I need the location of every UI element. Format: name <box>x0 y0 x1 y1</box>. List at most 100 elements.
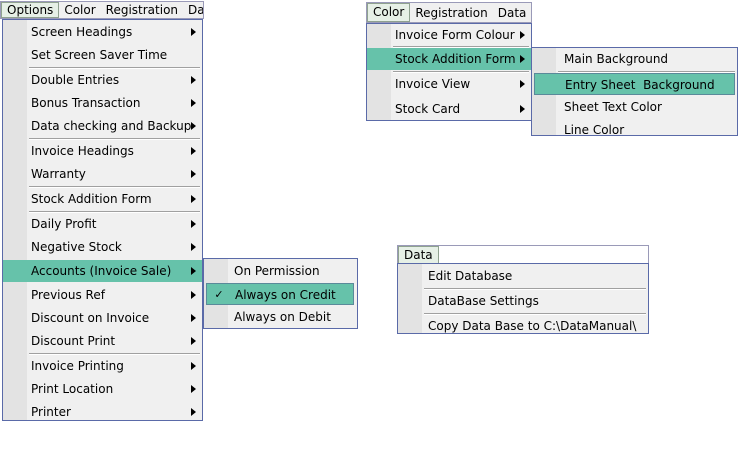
menu-item-label: Previous Ref <box>31 288 105 302</box>
submenu-item-entry-sheet-background[interactable]: Entry Sheet Background <box>534 73 735 95</box>
menu-color-label: Color <box>373 5 405 19</box>
submenu-arrow-icon <box>520 80 525 88</box>
menu-item-stock-card[interactable]: Stock Card <box>367 98 531 120</box>
menu-color[interactable]: Color <box>59 2 100 18</box>
menu-separator <box>29 211 200 213</box>
menu-item-previous-ref[interactable]: Previous Ref <box>3 284 202 306</box>
menu-item-label: Stock Addition Form <box>31 192 152 206</box>
submenu-item-always-on-credit[interactable]: ✓Always on Credit <box>206 283 354 305</box>
menu-item-label: Invoice View <box>395 77 471 91</box>
menu-separator <box>29 186 200 188</box>
menu-separator <box>424 288 646 290</box>
menu-separator <box>424 313 646 315</box>
menu-item-label: Discount Print <box>31 334 116 348</box>
menu-item-edit-database[interactable]: Edit Database <box>398 265 648 287</box>
menu-data[interactable]: Data <box>398 246 439 263</box>
menu-item-label: Always on Debit <box>234 310 331 324</box>
menu-separator <box>29 67 200 69</box>
menu-item-label: Negative Stock <box>31 240 122 254</box>
menu-item-bonus-transaction[interactable]: Bonus Transaction <box>3 92 202 114</box>
submenu-item-line-color[interactable]: Line Color <box>532 119 737 136</box>
menu-item-discount-on-invoice[interactable]: Discount on Invoice <box>3 307 202 329</box>
menu-item-label: Entry Sheet Background <box>565 78 715 92</box>
menu-separator <box>393 71 529 73</box>
menu-item-label: Always on Credit <box>235 288 336 302</box>
menu-item-daily-profit[interactable]: Daily Profit <box>3 213 202 235</box>
menu-item-label: Line Color <box>564 123 625 136</box>
menu-item-label: Stock Card <box>395 102 461 116</box>
submenu-arrow-icon <box>191 147 196 155</box>
submenu-arrow-icon <box>520 105 525 113</box>
menu-item-label: Accounts (Invoice Sale) <box>31 264 172 278</box>
menu-item-set-screen-saver-time[interactable]: Set Screen Saver Time <box>3 44 202 66</box>
menu-item-label: Invoice Form Colour <box>395 28 515 42</box>
menu-item-print-location[interactable]: Print Location <box>3 378 202 400</box>
menu-item-label: Double Entries <box>31 73 120 87</box>
menu-item-invoice-view[interactable]: Invoice View <box>367 73 531 95</box>
menu-item-label: On Permission <box>234 264 320 278</box>
menu-registration[interactable]: Registration <box>101 2 183 18</box>
menu-gutter <box>398 264 422 333</box>
menu-item-label: DataBase Settings <box>428 294 539 308</box>
menu-options[interactable]: Options <box>1 2 60 18</box>
menu-item-stock-addition-form[interactable]: Stock Addition Form <box>3 188 202 210</box>
menu-item-invoice-headings[interactable]: Invoice Headings <box>3 140 202 162</box>
menu-registration[interactable]: Registration <box>410 5 492 21</box>
submenu-arrow-icon <box>520 55 525 63</box>
menu-item-warranty[interactable]: Warranty <box>3 163 202 185</box>
menubar-color: Color Registration Data <box>366 2 532 23</box>
menu-item-label: Set Screen Saver Time <box>31 48 168 62</box>
menu-item-screen-headings[interactable]: Screen Headings <box>3 21 202 43</box>
submenu-item-always-on-debit[interactable]: Always on Debit <box>204 306 357 328</box>
submenu-arrow-icon <box>191 385 196 393</box>
menu-item-label: Discount on Invoice <box>31 311 150 325</box>
menu-data[interactable]: Data <box>493 5 531 21</box>
submenu-arrow-icon <box>191 291 196 299</box>
menu-item-printer[interactable]: Printer <box>3 401 202 420</box>
stock-addition-submenu: Main Background Entry Sheet Background S… <box>531 47 738 136</box>
menu-item-label: Data checking and Backup <box>31 119 192 133</box>
menu-item-invoice-form-colour[interactable]: Invoice Form Colour <box>367 24 531 46</box>
menu-item-data-checking-backup[interactable]: Data checking and Backup <box>3 115 202 137</box>
submenu-arrow-icon <box>191 195 196 203</box>
submenu-arrow-icon <box>191 76 196 84</box>
submenu-arrow-icon <box>191 220 196 228</box>
menu-data-label: Data <box>497 5 527 20</box>
submenu-item-main-background[interactable]: Main Background <box>532 48 737 70</box>
menu-gutter <box>3 20 27 420</box>
menu-item-label: Stock Addition Form <box>395 52 516 66</box>
menu-item-label: Invoice Headings <box>31 144 134 158</box>
menu-color[interactable]: Color <box>367 3 411 22</box>
submenu-item-on-permission[interactable]: On Permission <box>204 260 357 282</box>
submenu-arrow-icon <box>191 408 196 416</box>
menu-data-label: Data <box>404 247 433 262</box>
menu-item-negative-stock[interactable]: Negative Stock <box>3 236 202 258</box>
menu-item-stock-addition-form[interactable]: Stock Addition Form <box>367 48 531 70</box>
menu-registration-label: Registration <box>105 3 179 17</box>
menu-item-discount-print[interactable]: Discount Print <box>3 330 202 352</box>
menu-data[interactable]: Da <box>183 2 204 18</box>
menu-item-double-entries[interactable]: Double Entries <box>3 69 202 91</box>
menu-item-accounts-invoice-sale[interactable]: Accounts (Invoice Sale) <box>3 260 202 282</box>
menu-item-database-settings[interactable]: DataBase Settings <box>398 290 648 312</box>
menu-item-copy-database[interactable]: Copy Data Base to C:\DataManual\ <box>398 315 648 333</box>
submenu-arrow-icon <box>191 267 196 275</box>
menu-gutter <box>367 24 391 120</box>
menu-item-invoice-printing[interactable]: Invoice Printing <box>3 355 202 377</box>
menu-item-label: Screen Headings <box>31 25 133 39</box>
submenu-arrow-icon <box>191 99 196 107</box>
menu-item-label: Sheet Text Color <box>564 100 662 114</box>
submenu-arrow-icon <box>520 31 525 39</box>
color-dropdown: Invoice Form Colour Stock Addition Form … <box>366 23 532 121</box>
menubar-data: Data <box>397 245 649 264</box>
menu-item-label: Main Background <box>564 52 669 66</box>
submenu-arrow-icon <box>191 243 196 251</box>
menu-separator <box>393 46 529 48</box>
menu-registration-label: Registration <box>415 5 488 20</box>
submenu-arrow-icon <box>191 337 196 345</box>
menu-options-label: Options <box>7 3 54 17</box>
menu-color-label: Color <box>64 3 96 17</box>
submenu-item-sheet-text-color[interactable]: Sheet Text Color <box>532 96 737 118</box>
submenu-arrow-icon <box>191 122 196 130</box>
menu-data-label: Da <box>188 3 204 17</box>
